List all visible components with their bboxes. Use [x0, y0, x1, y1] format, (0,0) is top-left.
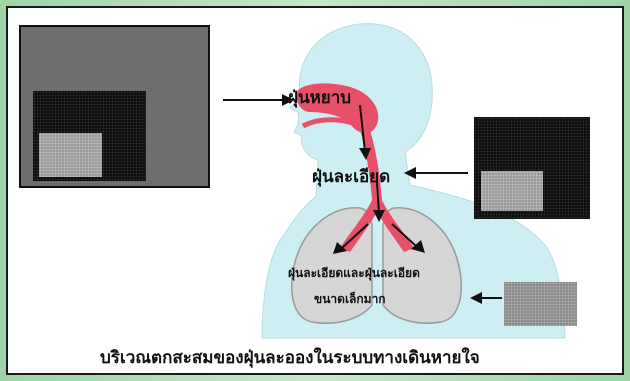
ultrafine-dust-box [39, 133, 102, 177]
diagram-caption: บริเวณตกสะสมของฝุ่นละอองในระบบทางเดินหาย… [100, 344, 480, 371]
lung-dust-label-line2: ขนาดเล็กมาก [314, 290, 386, 309]
ultrafine-dust-box-right [481, 171, 543, 211]
throat-dust-label: ฝุ่นละเอียด [312, 163, 390, 190]
nose-dust-label: ฝุ่นหยาบ [288, 84, 351, 111]
lung-dust-label-line1: ฝุ่นละเอียดและฝุ่นละเอียด [288, 264, 420, 283]
ultrafine-dust-box-bottom [504, 282, 577, 326]
